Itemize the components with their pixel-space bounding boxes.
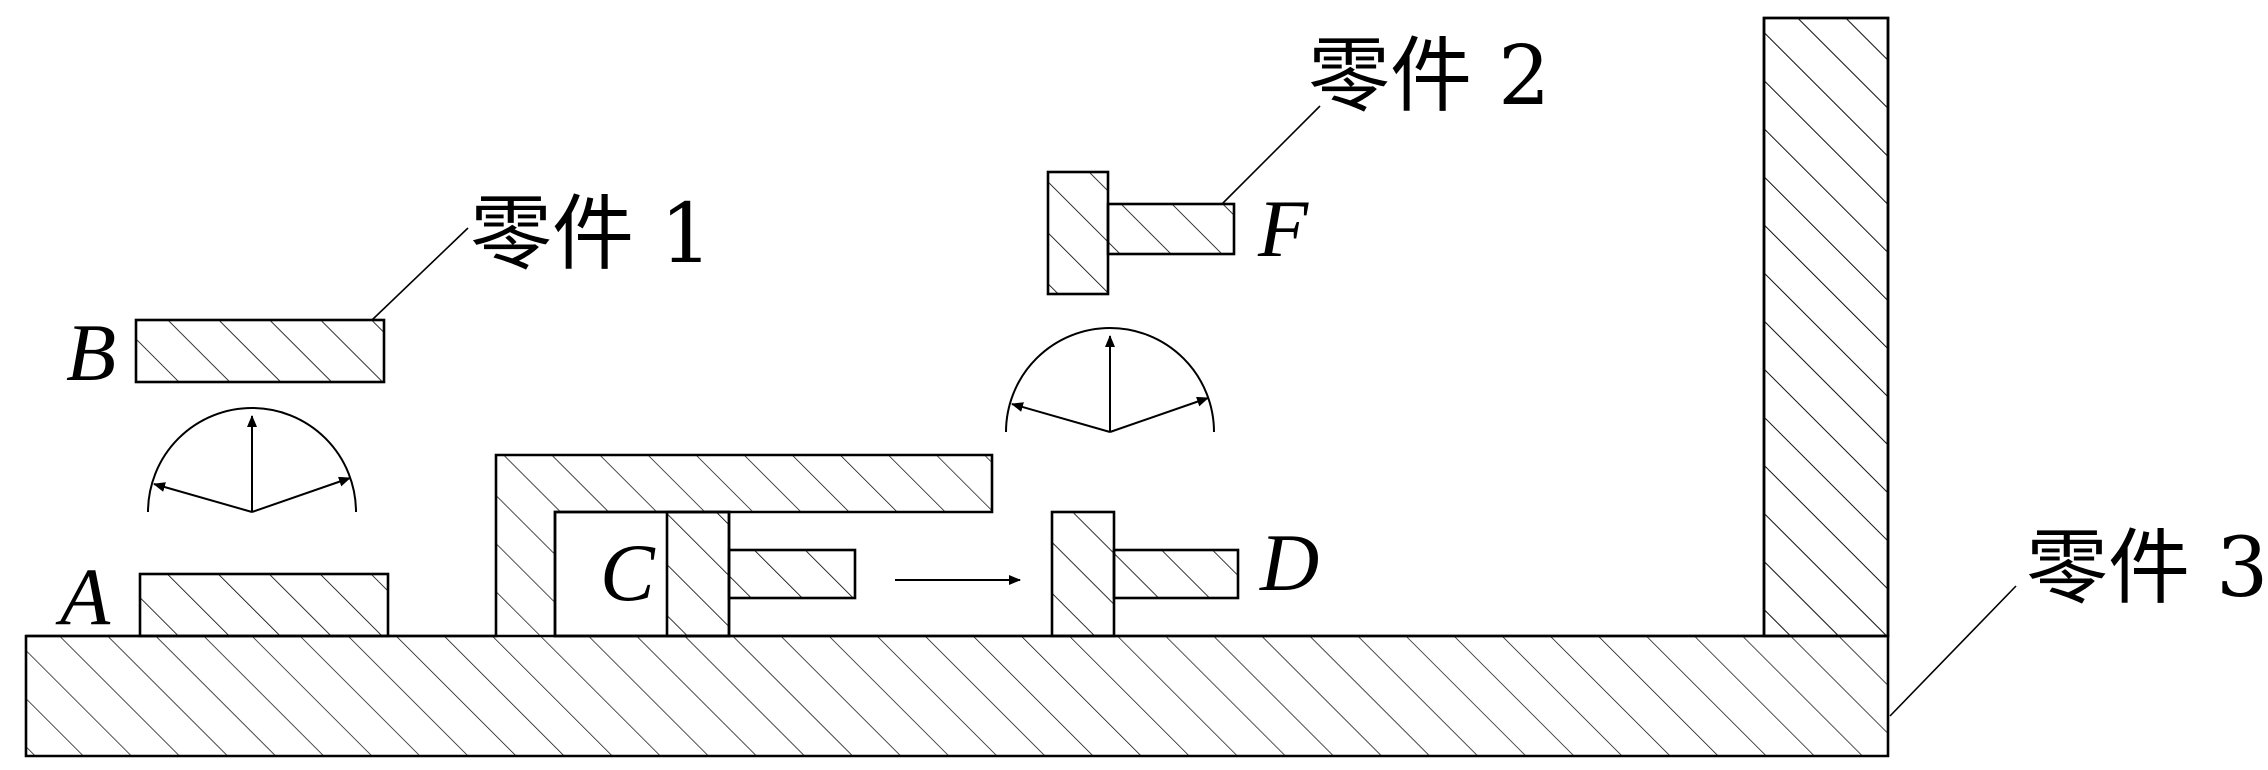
rotation-symbol-F <box>1005 327 1215 433</box>
rotation-symbol-B <box>147 407 357 513</box>
label-F: F <box>1257 183 1309 274</box>
part1-at-B <box>134 318 386 384</box>
part2-at-C-stem <box>727 548 857 600</box>
part2-at-F-head <box>1046 170 1110 296</box>
label-part2: 零件 2 <box>1308 29 1550 124</box>
part1-at-A <box>138 572 390 638</box>
pocket-outline <box>553 510 731 638</box>
leader-part3 <box>1889 585 2017 717</box>
leader-part2 <box>1221 105 1321 205</box>
leader-part1 <box>371 227 469 321</box>
label-part3: 零件 3 <box>2026 521 2268 616</box>
part2-at-D-stem <box>1112 548 1240 600</box>
label-D: D <box>1259 517 1319 608</box>
label-C: C <box>600 527 656 618</box>
part2-at-D-head <box>1050 510 1116 638</box>
label-part1: 零件 1 <box>470 187 712 282</box>
label-B: B <box>66 307 116 398</box>
label-A: A <box>55 551 111 642</box>
part3-wall <box>1762 16 1890 638</box>
part2-at-C-head <box>665 510 731 638</box>
part2-at-F-stem <box>1106 202 1236 256</box>
